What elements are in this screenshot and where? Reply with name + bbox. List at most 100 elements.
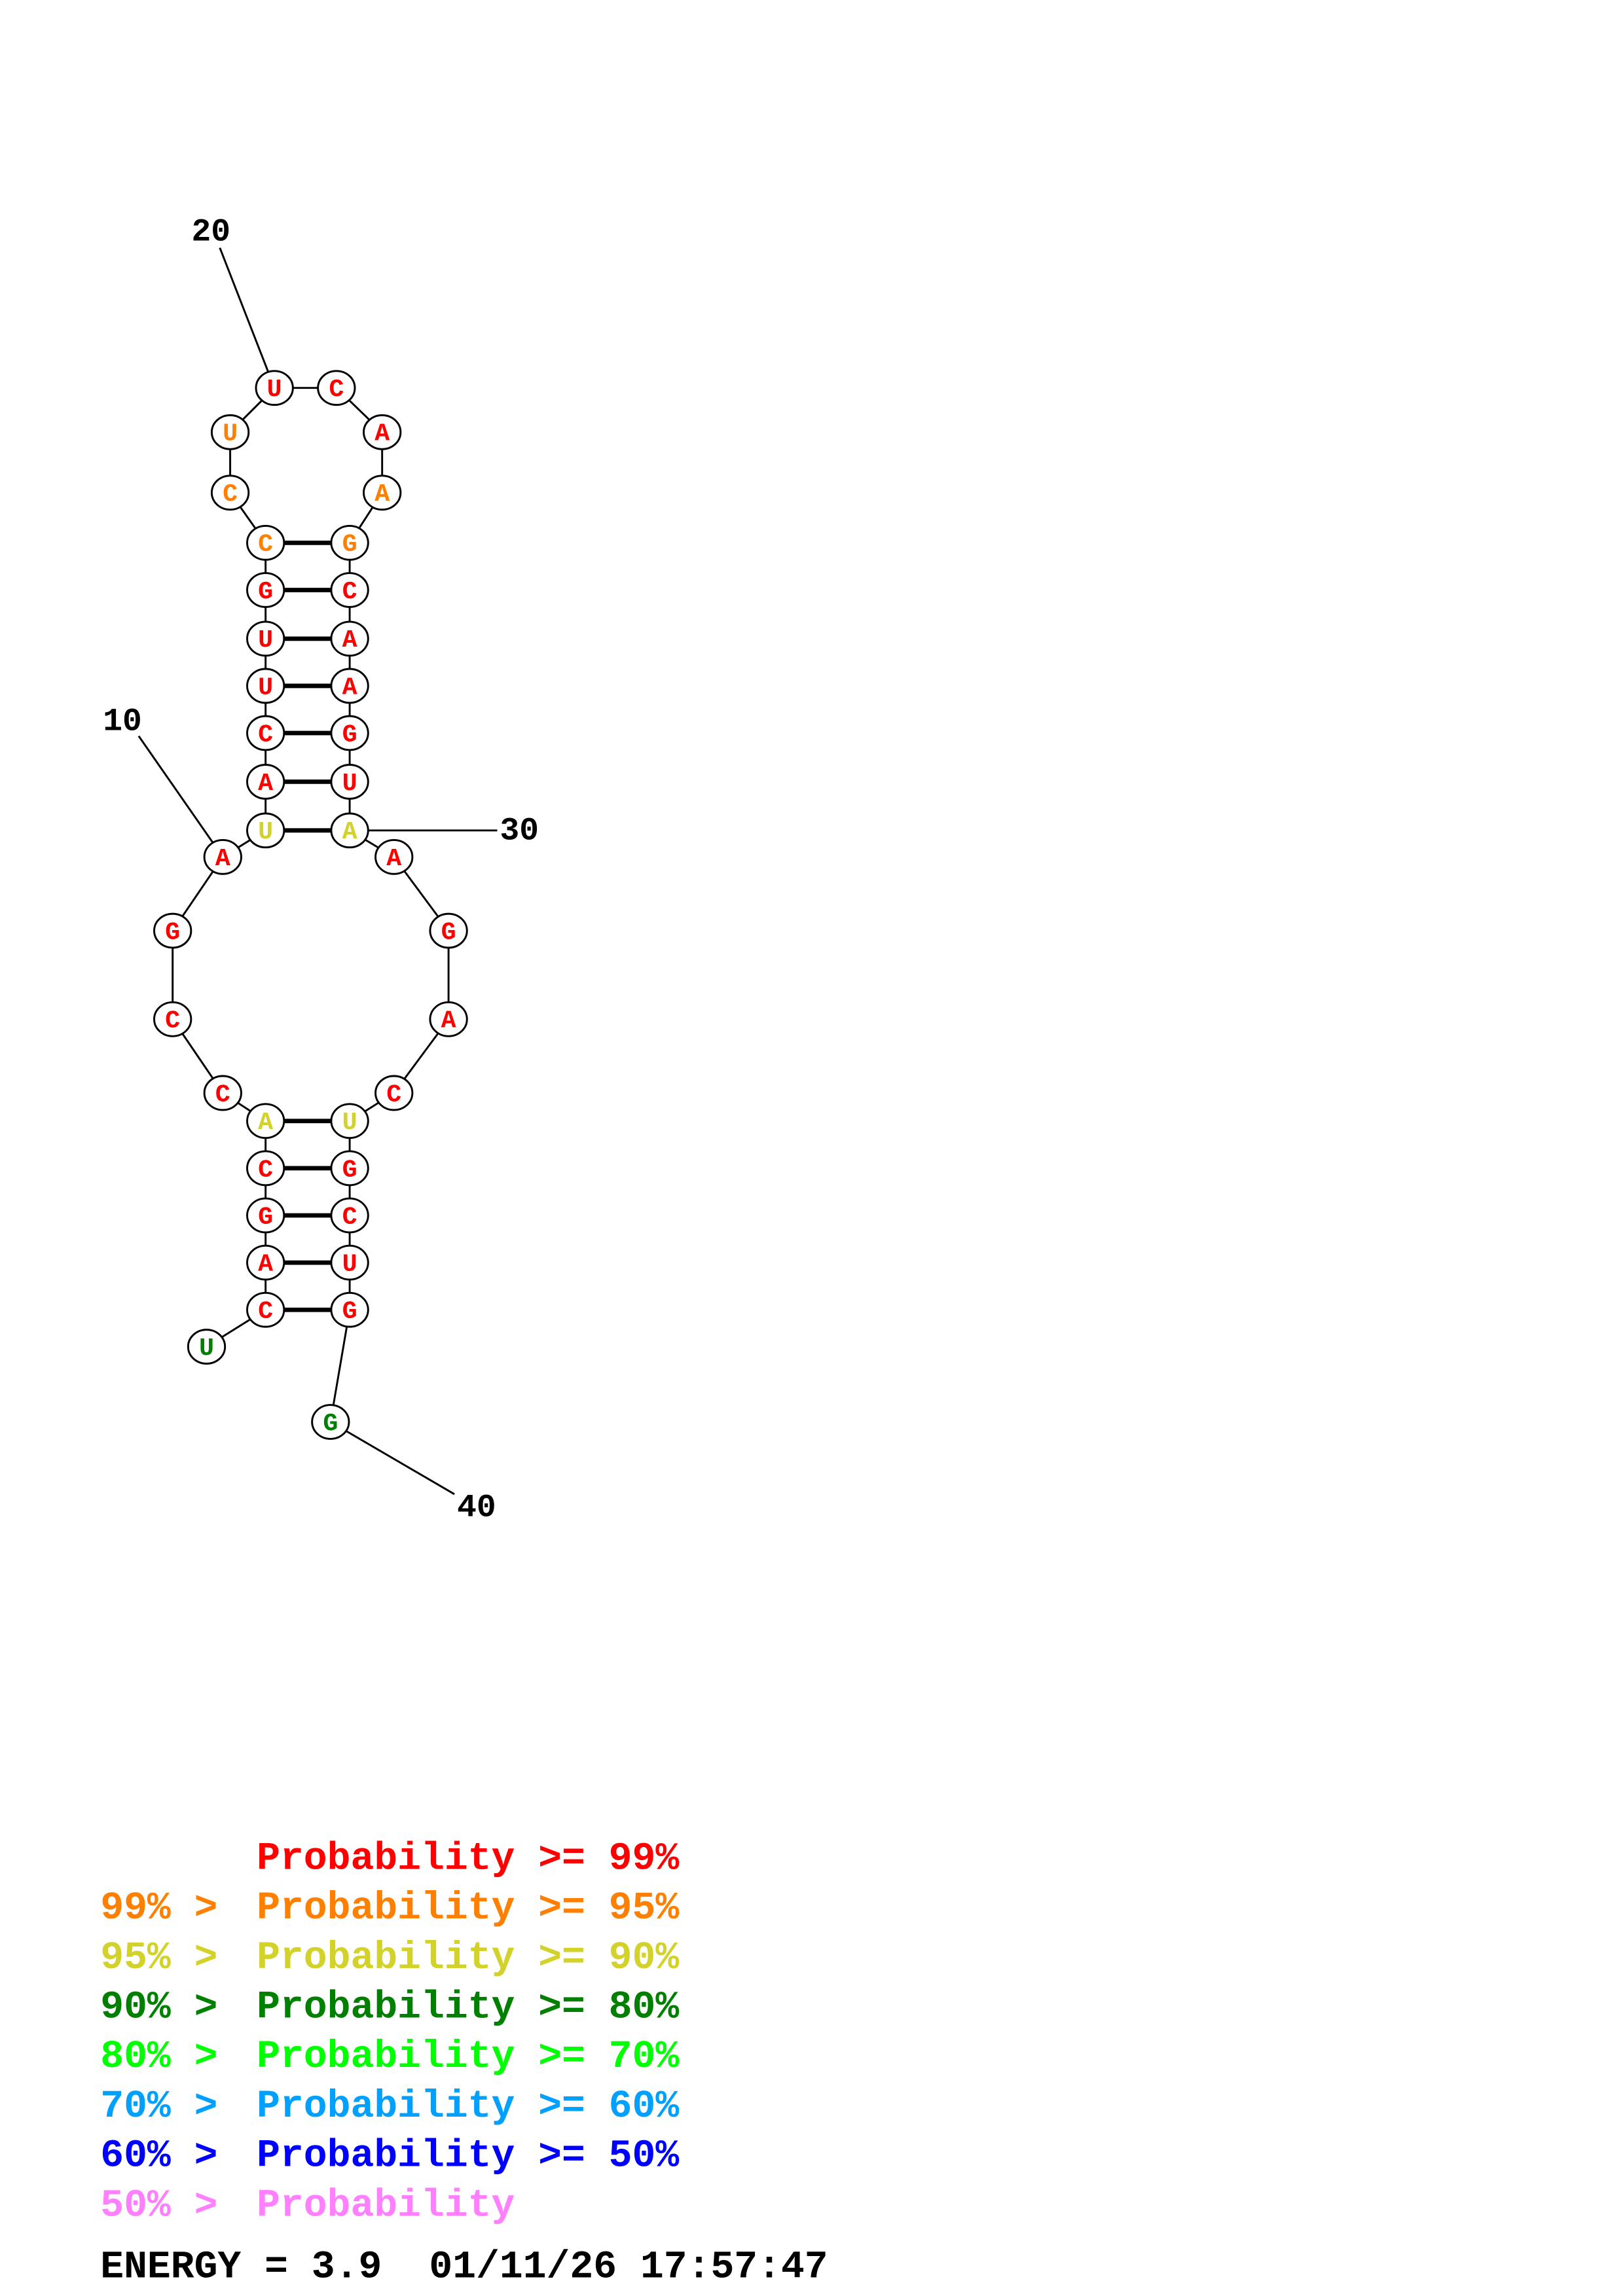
- legend-text: Probability >= 80%: [257, 1985, 679, 2030]
- nucleotide-letter: U: [258, 626, 273, 655]
- nucleotide-25: C: [330, 572, 369, 608]
- nucleotide-letter: A: [342, 817, 357, 846]
- nucleotide-letter: G: [323, 1409, 338, 1438]
- nucleotide-letter: A: [258, 1250, 273, 1279]
- legend-prefix: 95% >: [100, 1935, 241, 1980]
- nucleotide-17: C: [246, 524, 285, 561]
- nucleotide-35: U: [330, 1103, 369, 1139]
- legend-text: Probability >= 50%: [257, 2134, 679, 2178]
- nucleotide-2: C: [246, 1291, 285, 1328]
- nucleotide-circle: [374, 1075, 414, 1111]
- nucleotide-letter: U: [223, 420, 238, 448]
- nucleotide-circle: [330, 764, 369, 800]
- legend-prefix: 99% >: [100, 1886, 241, 1930]
- legend-text: Probability >= 70%: [257, 2034, 679, 2079]
- nucleotide-11: U: [246, 812, 285, 849]
- nucleotide-letter: A: [342, 673, 357, 702]
- nucleotide-circle: [203, 1075, 242, 1111]
- nucleotide-33: A: [429, 1001, 468, 1037]
- index-label-30: 30: [500, 812, 539, 849]
- nucleotide-10: A: [203, 838, 242, 875]
- nucleotide-1: U: [187, 1329, 227, 1365]
- nucleotide-circle: [246, 1150, 285, 1187]
- nucleotide-circle: [311, 1404, 350, 1440]
- nucleotide-34: C: [374, 1075, 414, 1111]
- nucleotide-letter: G: [165, 918, 180, 946]
- nucleotide-letter: U: [342, 769, 357, 798]
- index-label-line: [219, 247, 276, 389]
- nucleotide-12: A: [246, 764, 285, 800]
- nucleotide-letter: U: [342, 1250, 357, 1279]
- nucleotide-circle: [246, 1244, 285, 1281]
- nucleotide-8: C: [153, 1001, 192, 1037]
- nucleotide-circle: [246, 1197, 285, 1234]
- nucleotide-19: U: [210, 414, 250, 450]
- nucleotide-letter: C: [386, 1080, 401, 1109]
- nucleotide-circle: [210, 414, 250, 450]
- nucleotide-letter: G: [441, 918, 456, 946]
- nucleotide-circle: [330, 524, 369, 561]
- timestamp: 01/11/26 17:57:47: [429, 2245, 828, 2289]
- nucleotide-circle: [330, 812, 369, 849]
- nucleotide-circle: [330, 1103, 369, 1139]
- legend-row: 80% > Probability >= 70%: [100, 2034, 679, 2079]
- nucleotide-circle: [363, 414, 402, 450]
- nucleotide-29: U: [330, 764, 369, 800]
- nucleotide-circle: [255, 370, 294, 406]
- nucleotide-circle: [203, 838, 242, 875]
- nucleotide-letter: A: [374, 480, 390, 509]
- nucleotide-letter: G: [342, 1155, 357, 1184]
- legend-row: 99% > Probability >= 95%: [100, 1886, 679, 1930]
- nucleotide-letter: C: [342, 577, 357, 606]
- nucleotide-14: U: [246, 668, 285, 704]
- nucleotide-circle: [330, 1244, 369, 1281]
- nucleotide-circle: [210, 475, 250, 511]
- nucleotide-13: C: [246, 715, 285, 751]
- legend-row: 90% > Probability >= 80%: [100, 1985, 679, 2030]
- nucleotide-6: A: [246, 1103, 285, 1139]
- nucleotide-letter: A: [342, 626, 357, 655]
- nucleotide-letter: G: [258, 577, 273, 606]
- nucleotide-30: A: [330, 812, 369, 849]
- legend-text: Probability >= 99%: [257, 1836, 679, 1880]
- nucleotide-4: G: [246, 1197, 285, 1234]
- nucleotide-circle: [246, 1291, 285, 1328]
- nucleotide-15: U: [246, 620, 285, 657]
- nucleotide-24: G: [330, 524, 369, 561]
- nucleotide-27: A: [330, 668, 369, 704]
- index-label-line: [330, 1421, 455, 1496]
- nucleotide-letter: A: [386, 844, 401, 873]
- legend-row: Probability >= 99%: [257, 1836, 679, 1880]
- nucleotide-9: G: [153, 912, 192, 949]
- nucleotide-20: U: [255, 370, 294, 406]
- nucleotide-letter: U: [258, 673, 273, 702]
- legend-text: Probability >= 90%: [257, 1935, 679, 1980]
- index-label-line: [137, 735, 224, 858]
- legend-row: 60% > Probability >= 50%: [100, 2134, 679, 2178]
- legend-prefix: 80% >: [100, 2034, 241, 2079]
- nucleotide-circle: [246, 715, 285, 751]
- nucleotide-28: G: [330, 715, 369, 751]
- index-label-10: 10: [103, 704, 142, 740]
- nucleotide-circle: [330, 620, 369, 657]
- nucleotide-38: U: [330, 1244, 369, 1281]
- legend-row: 70% > Probability >= 60%: [100, 2084, 679, 2128]
- nucleotide-letter: C: [258, 720, 273, 749]
- nucleotide-26: A: [330, 620, 369, 657]
- nucleotide-23: A: [363, 475, 402, 511]
- nucleotide-letter: G: [258, 1202, 273, 1231]
- nucleotide-letter: C: [215, 1080, 230, 1109]
- legend-row: 50% > Probability: [100, 2183, 515, 2227]
- nucleotide-7: C: [203, 1075, 242, 1111]
- nucleotide-circle: [429, 912, 468, 949]
- nucleotide-circle: [246, 620, 285, 657]
- nucleotide-letter: C: [329, 375, 344, 404]
- nucleotide-circle: [330, 1291, 369, 1328]
- nucleotide-letter: A: [258, 1108, 273, 1137]
- nucleotide-letter: C: [342, 1202, 357, 1231]
- nucleotide-3: A: [246, 1244, 285, 1281]
- nucleotide-39: G: [330, 1291, 369, 1328]
